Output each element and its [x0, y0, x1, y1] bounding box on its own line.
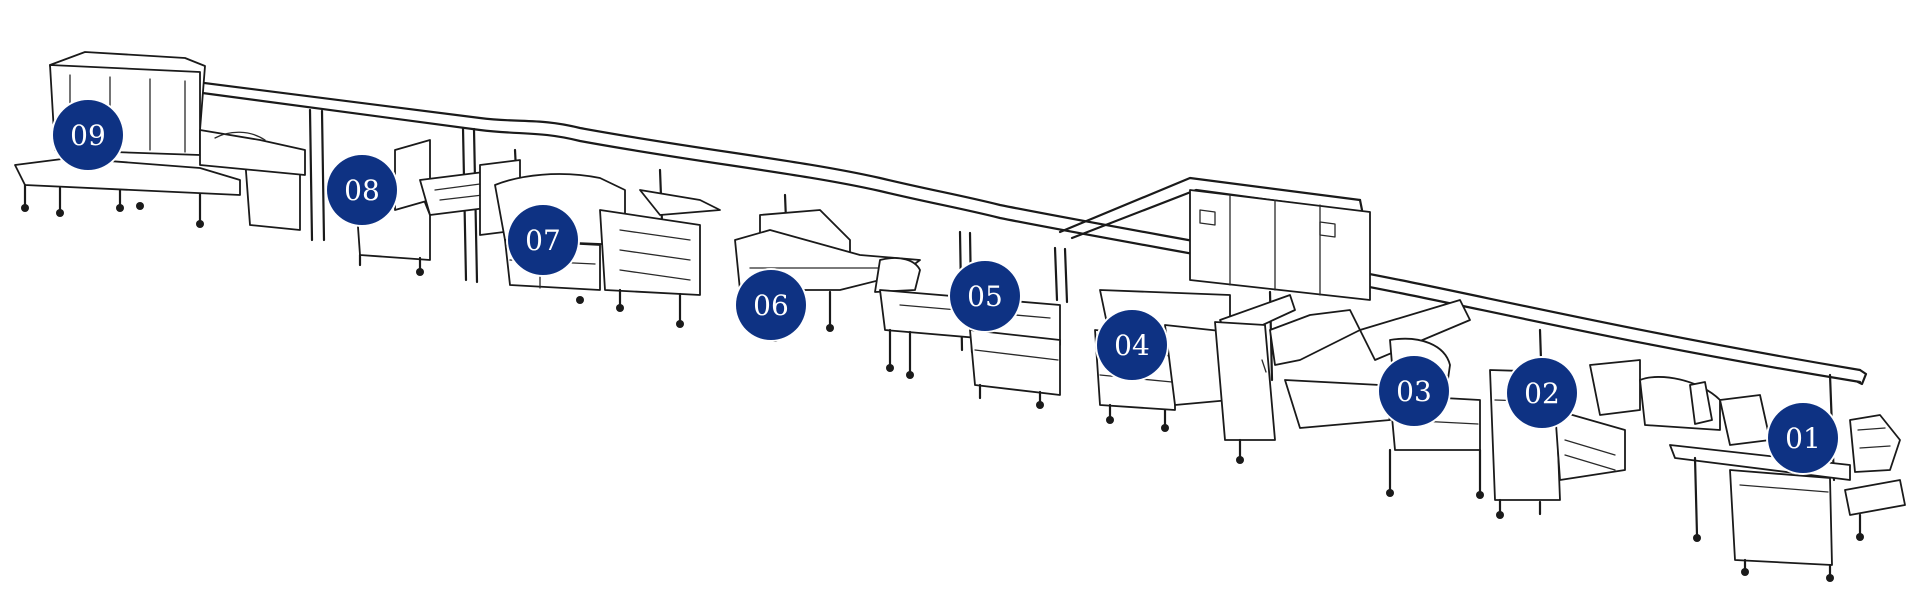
station-marker-02: 02: [1507, 358, 1577, 428]
machine-01: [1639, 376, 1906, 582]
station-marker-01: 01: [1768, 403, 1838, 473]
station-marker-03: 03: [1379, 356, 1449, 426]
station-marker-04: 04: [1097, 310, 1167, 380]
station-marker-06: 06: [736, 270, 806, 340]
rear-branch: [1058, 176, 1371, 301]
station-marker-05: 05: [950, 261, 1020, 331]
station-marker-09: 09: [53, 100, 123, 170]
station-marker-07: 07: [508, 205, 578, 275]
station-marker-08: 08: [327, 155, 397, 225]
